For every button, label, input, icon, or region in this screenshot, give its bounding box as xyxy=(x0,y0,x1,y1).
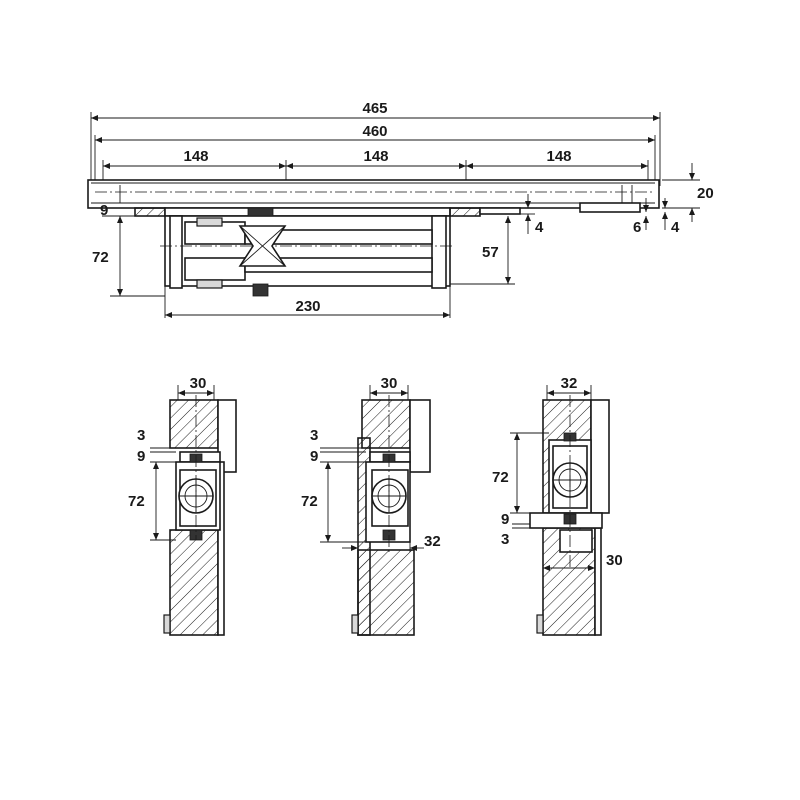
s3-dim-3: 3 xyxy=(501,531,509,548)
s1-dim-72: 72 xyxy=(128,493,145,510)
dim-57: 57 xyxy=(482,244,499,261)
s3-dim-32: 32 xyxy=(561,375,578,392)
dim-230: 230 xyxy=(295,298,320,315)
section-3: 32 72 9 3 30 xyxy=(492,375,623,636)
section-2: 30 3 9 72 32 xyxy=(301,375,441,636)
dim-9-top: 9 xyxy=(100,202,108,219)
dim-148-b: 148 xyxy=(363,148,388,165)
rail xyxy=(87,179,660,209)
section-1: 30 3 9 72 xyxy=(128,375,237,636)
s3-dim-72: 72 xyxy=(492,469,509,486)
s3-dim-30: 30 xyxy=(606,552,623,569)
dim-6: 6 xyxy=(633,219,641,236)
s2-dim-32: 32 xyxy=(424,533,441,550)
dim-72-top: 72 xyxy=(92,249,109,266)
s3-dim-9: 9 xyxy=(501,511,509,528)
s2-dim-9: 9 xyxy=(310,448,318,465)
dim-4-mid: 4 xyxy=(535,219,544,236)
top-view: 465 460 148 148 148 20 6 4 xyxy=(87,100,714,318)
dim-4-right: 4 xyxy=(671,219,680,236)
s1-dim-30: 30 xyxy=(190,375,207,392)
dim-148-a: 148 xyxy=(183,148,208,165)
s1-dim-9: 9 xyxy=(137,448,145,465)
dim-148-c: 148 xyxy=(546,148,571,165)
dim-20: 20 xyxy=(697,185,714,202)
s2-dim-30: 30 xyxy=(381,375,398,392)
s2-dim-72: 72 xyxy=(301,493,318,510)
s1-dim-3: 3 xyxy=(137,427,145,444)
dim-465: 465 xyxy=(362,100,387,117)
dim-460: 460 xyxy=(362,123,387,140)
s2-dim-3: 3 xyxy=(310,427,318,444)
